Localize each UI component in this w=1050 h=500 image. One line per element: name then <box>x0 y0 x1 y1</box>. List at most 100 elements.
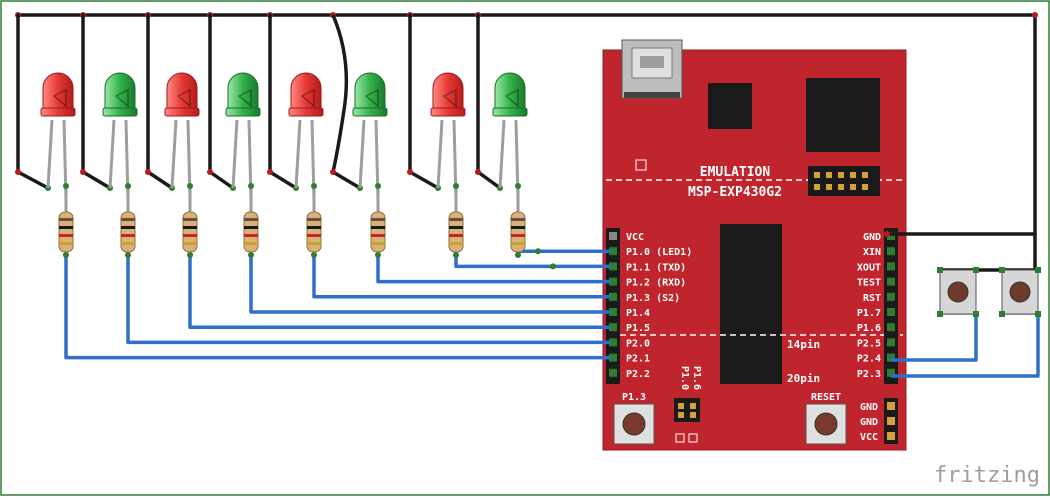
jumper-label-p16: P1.6 <box>691 366 702 390</box>
button-leg <box>1035 267 1041 273</box>
right-pin-1 <box>887 247 895 256</box>
cathode-node <box>407 169 413 175</box>
left-pin-label: P2.2 <box>626 369 650 380</box>
left-pin-9 <box>609 368 617 377</box>
resistor-band <box>121 218 135 221</box>
button-cap[interactable] <box>947 281 969 303</box>
led-rim <box>102 107 138 117</box>
right-pin-4 <box>887 292 895 301</box>
resistor-node <box>453 252 459 258</box>
left-pin-label: P1.2 (RXD) <box>626 278 686 289</box>
resistor-band <box>307 226 321 229</box>
button-leg <box>937 267 943 273</box>
anode-node <box>187 183 193 189</box>
button-leg <box>937 311 943 317</box>
right-pin-2 <box>887 262 895 271</box>
left-pin-label: P1.1 (TXD) <box>626 262 686 273</box>
left-pin-label: P1.3 (S2) <box>626 293 680 304</box>
resistor-band <box>121 234 135 237</box>
resistor-band <box>121 242 135 245</box>
anode-node <box>125 183 131 189</box>
right-pin-0 <box>887 232 895 240</box>
left-pin-label: P1.0 (LED1) <box>626 247 692 258</box>
led-die <box>52 88 67 108</box>
resistor-node <box>125 252 131 258</box>
rail-node <box>1032 12 1038 18</box>
resistor-band <box>183 242 197 245</box>
resistor-node <box>187 252 193 258</box>
resistor-band <box>511 226 525 229</box>
pin-node <box>610 278 616 285</box>
button-cap[interactable] <box>1009 281 1031 303</box>
resistor-band <box>59 226 73 229</box>
right-pin-6 <box>887 323 895 332</box>
anode-node <box>453 183 459 189</box>
resistor-band <box>511 242 525 245</box>
signal-wire-pin-6 <box>188 253 615 329</box>
right-pin-label: TEST <box>857 278 881 289</box>
signal-wire-pin-2 <box>454 253 615 269</box>
led-rim <box>352 107 388 117</box>
p13-pushbutton[interactable]: P1.3 <box>613 392 655 445</box>
button-leg <box>999 311 1005 317</box>
left-pin-0 <box>609 232 617 240</box>
led-body <box>432 72 464 111</box>
led-rim <box>492 107 528 117</box>
signal-wire-pin-3 <box>376 253 615 284</box>
led-die <box>300 88 315 108</box>
resistor-band <box>244 218 258 221</box>
right-pin-label: GND <box>863 232 881 243</box>
led-body <box>104 72 136 111</box>
led-body <box>354 72 386 111</box>
ground-rail-wire <box>16 13 1037 236</box>
right-pin-label: P2.4 <box>857 354 881 365</box>
left-pin-label: P1.5 <box>626 323 650 334</box>
led-cathode-leg <box>294 119 302 189</box>
led-jumpers: P1.0 P1.6 <box>674 366 702 443</box>
resistor-node <box>311 252 317 258</box>
resistor-node <box>63 252 69 258</box>
reset-pushbutton[interactable]: RESET <box>805 392 847 445</box>
button1-signal-wire <box>890 311 978 362</box>
resistor-node <box>515 252 521 258</box>
pin-node <box>610 248 616 255</box>
power-pin-label: GND <box>860 402 878 413</box>
led-rim <box>40 107 76 117</box>
led-die <box>176 88 191 108</box>
right-pin-3 <box>887 277 895 286</box>
wire-node <box>550 263 556 270</box>
led-green <box>352 72 388 253</box>
right-pin-label: XIN <box>863 247 881 258</box>
right-pin-5 <box>887 308 895 316</box>
right-pin-8 <box>887 353 895 362</box>
resistor-band <box>307 234 321 237</box>
led-red <box>164 72 200 253</box>
right-pin-label: P2.3 <box>857 369 881 380</box>
led-rim <box>288 107 324 117</box>
led-red <box>40 72 76 253</box>
led-green <box>102 72 138 253</box>
right-pin-label: XOUT <box>857 262 881 273</box>
wire-node <box>535 248 541 255</box>
led-rim <box>430 107 466 117</box>
pin-node <box>610 263 616 270</box>
signal-wire-pin-7 <box>126 253 615 345</box>
rail-node <box>884 231 890 237</box>
right-pin-9 <box>887 368 895 377</box>
resistor-band <box>244 242 258 245</box>
resistor-band <box>449 242 463 245</box>
power-pin-0 <box>887 402 895 410</box>
msp430-launchpad-board: EMULATION MSP-EXP430G2 14pin 20pin VCCP1… <box>602 39 907 451</box>
resistor-node <box>248 252 254 258</box>
resistor-band <box>371 226 385 229</box>
pin-node <box>610 309 616 315</box>
reset-button-label: RESET <box>811 392 841 403</box>
button-leg <box>999 267 1005 273</box>
led-green <box>225 72 261 253</box>
signal-wire-pin-5 <box>249 253 615 314</box>
led-rim <box>225 107 261 117</box>
resistor-band <box>183 218 197 221</box>
led-body <box>290 72 322 111</box>
